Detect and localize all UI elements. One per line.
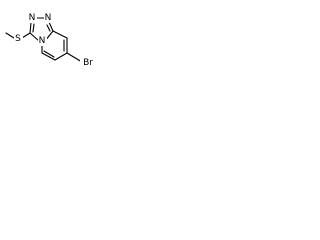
bond-c7-c6 xyxy=(54,52,68,61)
bond-c8a-c8 xyxy=(52,30,68,39)
bond-methyl-s xyxy=(5,32,15,39)
bond-c3-n-bridge xyxy=(29,32,40,42)
chemical-structure: N N N S Br xyxy=(5,13,96,68)
atom-label-br: Br xyxy=(83,58,93,68)
bond-c6-c5 xyxy=(41,52,56,61)
atom-label-n-bridge: N xyxy=(39,36,46,46)
bond-s-c3 xyxy=(21,32,31,39)
bond-n-top-right-c8a-double xyxy=(46,24,51,32)
bond-c3-n-top-left-double xyxy=(32,23,35,33)
atom-label-s: S xyxy=(15,34,21,44)
bond-c6-c5-double xyxy=(43,50,55,58)
atom-label-n: N xyxy=(45,13,52,23)
atom-label-n: N xyxy=(29,13,36,23)
bond-n-top-right-c8a xyxy=(48,21,54,32)
bond-c7-br xyxy=(66,52,83,63)
bond-c3-n-top-left xyxy=(29,22,32,34)
